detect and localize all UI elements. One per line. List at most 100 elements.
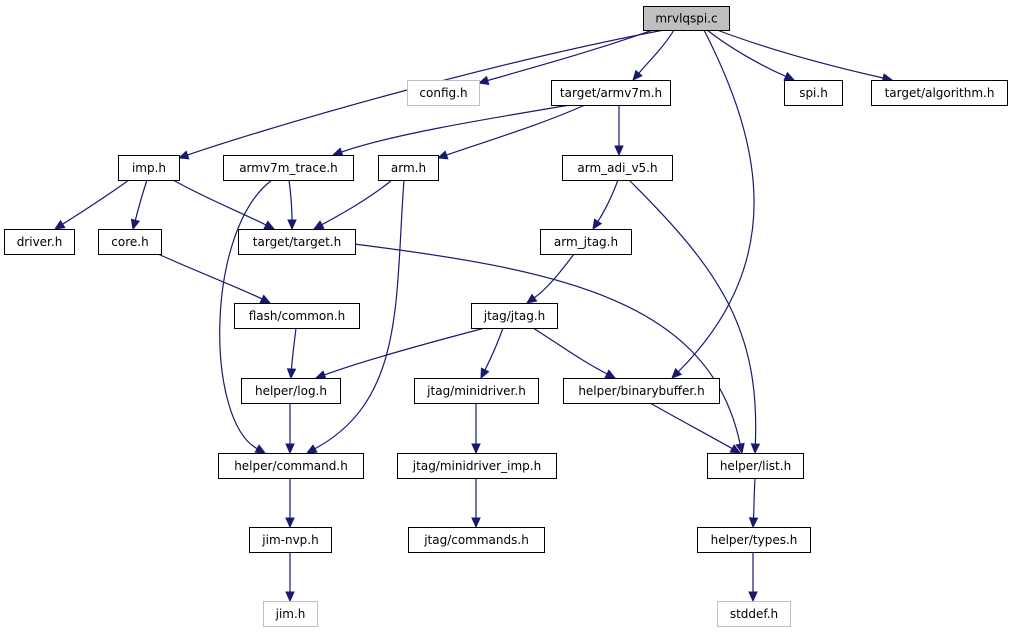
edge-line — [752, 477, 756, 519]
arrowhead — [286, 368, 297, 380]
node-armv7m-trace[interactable]: armv7m_trace.h — [223, 155, 354, 181]
node-command[interactable]: helper/command.h — [218, 453, 364, 479]
node-jim[interactable]: jim.h — [263, 601, 318, 627]
node-stddef[interactable]: stddef.h — [717, 601, 791, 627]
edge-armv7m-to-armv7m_trace — [331, 104, 571, 157]
edges-layer — [53, 29, 894, 603]
edge-mrvlqspi-to-algorithm — [716, 29, 894, 83]
node-arm[interactable]: arm.h — [378, 155, 439, 181]
edge-mrvlqspi-to-spi — [706, 29, 796, 81]
arrowhead — [305, 444, 318, 454]
edge-arm-to-target — [312, 179, 393, 230]
arrowhead — [285, 591, 295, 603]
arrowhead — [285, 443, 295, 455]
edge-line — [487, 29, 654, 82]
edge-arm-to-command — [305, 179, 405, 454]
edge-armv7m_trace-to-command — [219, 179, 273, 454]
node-jim-nvp[interactable]: jim-nvp.h — [249, 527, 332, 553]
edge-line — [288, 179, 293, 221]
node-box — [218, 453, 364, 479]
node-list[interactable]: helper/list.h — [707, 453, 804, 479]
node-label: core.h — [111, 235, 148, 249]
node-binarybuffer[interactable]: helper/binarybuffer.h — [563, 378, 720, 404]
arrowhead — [471, 517, 481, 529]
node-label: jim-nvp.h — [261, 533, 318, 547]
node-minidriver[interactable]: jtag/minidriver.h — [414, 378, 539, 404]
node-algorithm[interactable]: target/algorithm.h — [871, 80, 1008, 106]
arrowhead — [735, 442, 745, 455]
arrowhead — [729, 444, 742, 454]
edge-line — [353, 243, 741, 445]
node-label: arm_jtag.h — [554, 235, 618, 249]
node-arm-adi-v5[interactable]: arm_adi_v5.h — [562, 155, 673, 181]
arrowhead — [263, 220, 276, 230]
edge-line — [638, 29, 675, 74]
arrowhead — [783, 71, 796, 81]
edge-command-to-jim_nvp — [285, 478, 295, 529]
node-types[interactable]: helper/types.h — [697, 527, 811, 553]
edge-log-to-command — [285, 403, 295, 455]
node-box — [551, 80, 671, 106]
arrowhead — [314, 370, 327, 380]
node-label: flash/common.h — [249, 309, 346, 323]
node-box — [249, 527, 332, 553]
edge-line — [324, 327, 486, 376]
node-log[interactable]: helper/log.h — [241, 378, 341, 404]
node-box — [241, 378, 341, 404]
node-driver[interactable]: driver.h — [4, 229, 75, 255]
node-label: mrvlqspi.c — [655, 12, 717, 26]
node-box — [563, 378, 720, 404]
edge-line — [597, 179, 619, 222]
node-target[interactable]: target/target.h — [238, 229, 356, 255]
arrowhead — [477, 75, 490, 85]
node-jtag[interactable]: jtag/jtag.h — [471, 303, 558, 329]
edge-jim_nvp-to-jim — [285, 552, 295, 603]
node-spi[interactable]: spi.h — [784, 80, 843, 106]
edge-line — [157, 253, 263, 300]
node-box — [263, 601, 318, 627]
edge-minidriver-to-minidriver_imp — [471, 402, 481, 455]
node-box — [118, 155, 180, 181]
edge-line — [716, 29, 884, 79]
edge-minidriver_imp-to-commands — [471, 477, 481, 529]
edge-line — [187, 29, 665, 156]
node-label: helper/command.h — [234, 459, 348, 473]
edge-mrvlqspi-to-armv7m — [632, 29, 675, 81]
edge-line — [484, 327, 504, 371]
node-label: jtag/minidriver.h — [426, 384, 526, 398]
edge-line — [532, 327, 608, 375]
node-label: helper/log.h — [255, 384, 327, 398]
edge-mrvlqspi-to-binarybuffer — [671, 29, 755, 379]
node-armv7m[interactable]: target/armv7m.h — [551, 80, 671, 106]
arrowhead — [671, 367, 683, 379]
node-minidriver-imp[interactable]: jtag/minidriver_imp.h — [397, 453, 557, 479]
node-box — [98, 229, 162, 255]
node-box — [238, 229, 356, 255]
node-flash-common[interactable]: flash/common.h — [234, 303, 360, 329]
node-box — [407, 80, 480, 106]
edge-armv7m-to-arm — [436, 104, 586, 160]
node-label: jtag/jtag.h — [483, 309, 545, 323]
node-box — [784, 80, 843, 106]
edge-line — [290, 327, 297, 370]
edge-mrvlqspi-to-config — [477, 29, 654, 85]
node-label: helper/binarybuffer.h — [578, 384, 704, 398]
node-label: arm_adi_v5.h — [577, 161, 657, 175]
node-core[interactable]: core.h — [98, 229, 162, 255]
node-mrvlqspi[interactable]: mrvlqspi.c — [643, 6, 730, 31]
node-commands[interactable]: jtag/commands.h — [408, 527, 545, 553]
node-box — [697, 527, 811, 553]
node-arm-jtag[interactable]: arm_jtag.h — [540, 229, 632, 255]
edge-line — [706, 29, 787, 77]
arrowhead — [53, 219, 66, 230]
edge-jtag-to-binarybuffer — [532, 327, 617, 379]
node-box — [471, 303, 558, 329]
arrowhead — [750, 443, 761, 455]
node-label: jim.h — [275, 607, 306, 621]
node-config[interactable]: config.h — [407, 80, 480, 106]
node-imp[interactable]: imp.h — [118, 155, 180, 181]
node-box — [378, 155, 439, 181]
node-box — [871, 80, 1008, 106]
arrowhead — [525, 293, 538, 304]
node-label: target/armv7m.h — [560, 86, 662, 100]
